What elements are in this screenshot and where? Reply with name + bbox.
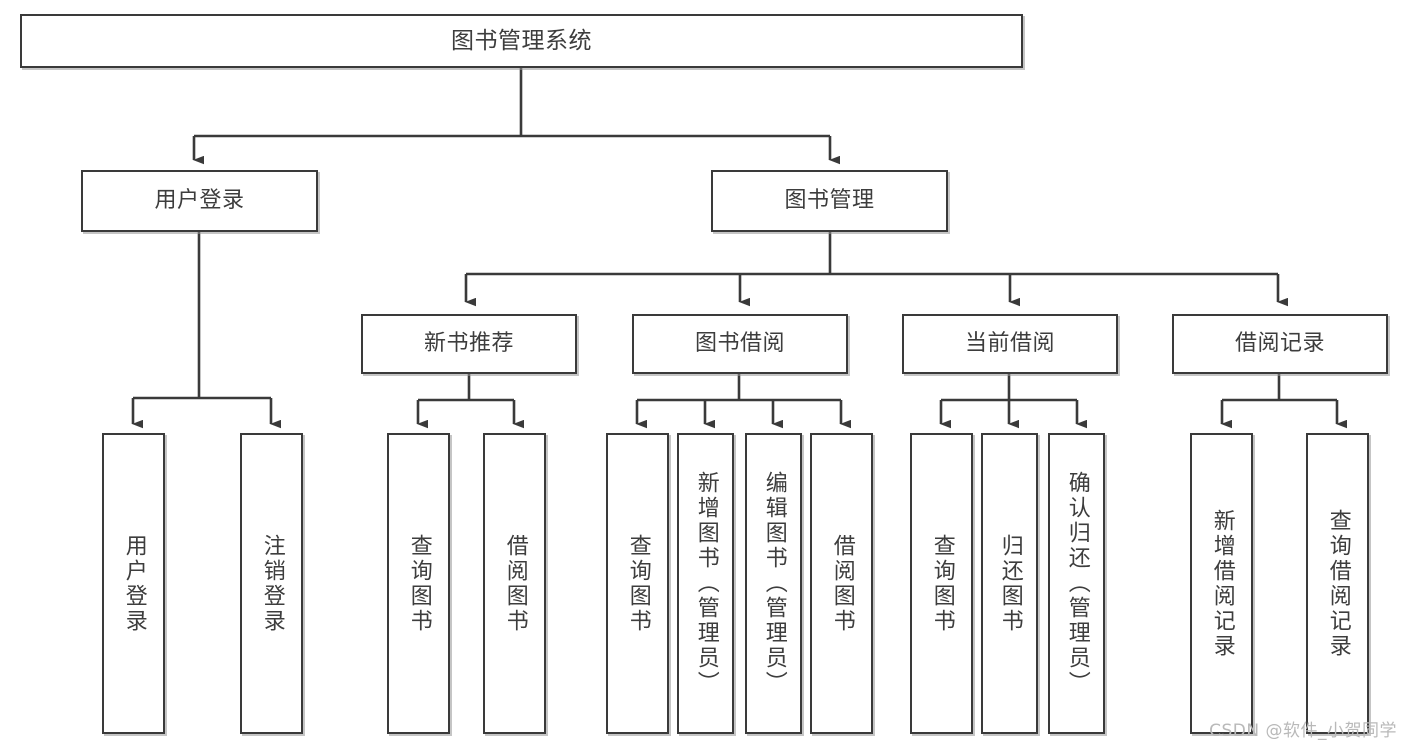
node-label: 新书推荐 <box>423 331 514 357</box>
leaf-logout-login[interactable]: 注销登录 <box>240 433 303 734</box>
node-label: 借阅记录 <box>1234 331 1325 357</box>
leaf-user-login[interactable]: 用户登录 <box>102 433 165 734</box>
node-user-login[interactable]: 用户登录 <box>81 170 318 232</box>
leaf-borrow-book-1[interactable]: 借阅图书 <box>483 433 546 734</box>
node-label: 用户登录 <box>121 533 147 634</box>
node-new-book-recommend[interactable]: 新书推荐 <box>361 314 577 374</box>
node-label: 图书管理 <box>784 188 875 214</box>
leaf-return-book[interactable]: 归还图书 <box>981 433 1038 734</box>
node-label: 查询借阅记录 <box>1325 508 1351 659</box>
leaf-add-record[interactable]: 新增借阅记录 <box>1190 433 1253 734</box>
csdn-watermark: CSDN @软件_小贺同学 <box>1209 721 1397 741</box>
node-label: 确认归还（管理员） <box>1064 471 1090 696</box>
leaf-add-book[interactable]: 新增图书（管理员） <box>677 433 734 734</box>
node-label: 图书借阅 <box>694 331 785 357</box>
node-label: 新增借阅记录 <box>1209 508 1235 659</box>
node-borrow-record[interactable]: 借阅记录 <box>1172 314 1388 374</box>
leaf-borrow-book-2[interactable]: 借阅图书 <box>810 433 873 734</box>
node-label: 新增图书（管理员） <box>693 471 719 696</box>
node-book-borrow[interactable]: 图书借阅 <box>632 314 848 374</box>
leaf-query-book-1[interactable]: 查询图书 <box>387 433 450 734</box>
leaf-confirm-return[interactable]: 确认归还（管理员） <box>1048 433 1105 734</box>
node-label: 图书管理系统 <box>451 27 592 54</box>
leaf-query-record[interactable]: 查询借阅记录 <box>1306 433 1369 734</box>
node-label: 当前借阅 <box>964 331 1055 357</box>
node-label: 用户登录 <box>154 188 245 214</box>
node-root-system[interactable]: 图书管理系统 <box>20 14 1023 68</box>
node-label: 编辑图书（管理员） <box>761 471 787 696</box>
leaf-query-book-2[interactable]: 查询图书 <box>606 433 669 734</box>
node-label: 查询图书 <box>625 533 651 634</box>
node-label: 查询图书 <box>406 533 432 634</box>
node-label: 借阅图书 <box>829 533 855 634</box>
node-label: 注销登录 <box>259 533 285 634</box>
leaf-edit-book[interactable]: 编辑图书（管理员） <box>745 433 802 734</box>
node-current-borrow[interactable]: 当前借阅 <box>902 314 1118 374</box>
node-label: 借阅图书 <box>502 533 528 634</box>
node-label: 查询图书 <box>929 533 955 634</box>
leaf-query-book-3[interactable]: 查询图书 <box>910 433 973 734</box>
node-label: 归还图书 <box>997 533 1023 634</box>
node-book-management[interactable]: 图书管理 <box>711 170 948 232</box>
